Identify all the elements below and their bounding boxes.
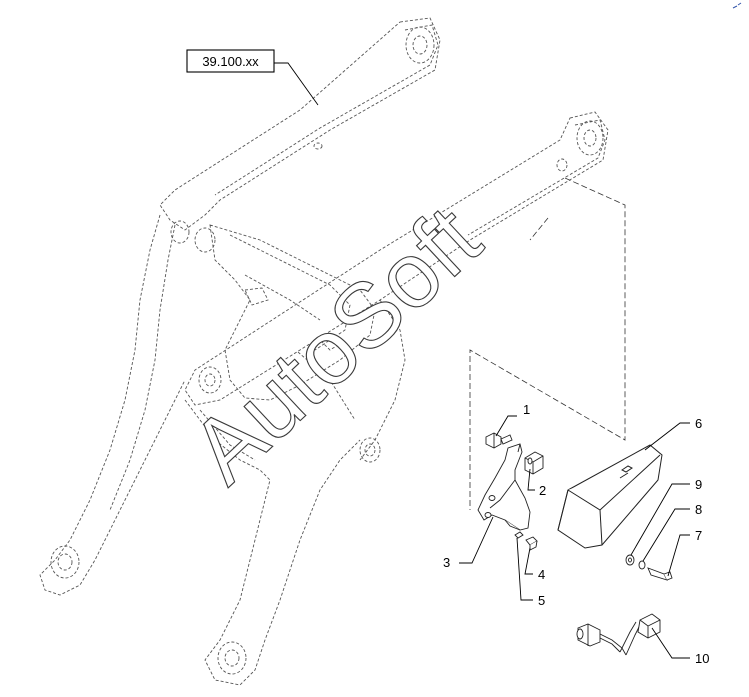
callout-label: 1 (523, 402, 530, 417)
part-screw-4 (525, 536, 538, 551)
part-washer-8 (638, 560, 646, 570)
part-spacer-2 (524, 451, 544, 475)
callout-label: 7 (695, 528, 702, 543)
installation-guides (469, 177, 626, 510)
callout-leader (667, 534, 690, 577)
loader-arm-assembly (39, 17, 609, 686)
callout-3: 3 (443, 516, 494, 570)
watermark-text: AutoSoft (172, 187, 500, 502)
callout-5: 5 (516, 537, 545, 608)
callout-leader (516, 537, 533, 601)
callout-leader (527, 468, 535, 491)
part-bracket-3 (477, 443, 531, 531)
callout-label: 5 (538, 593, 545, 608)
callout-8: 8 (642, 502, 702, 562)
part-sensor-10 (576, 613, 661, 656)
callout-label: 2 (539, 483, 546, 498)
callout-leader (630, 483, 690, 556)
reference-leader (274, 62, 319, 106)
part-bolt-1 (485, 432, 513, 449)
callout-leader (459, 516, 494, 564)
callout-leader (524, 547, 533, 575)
callout-10: 10 (651, 627, 709, 666)
callout-9: 9 (630, 477, 702, 556)
callout-7: 7 (667, 528, 702, 577)
callout-1: 1 (495, 402, 530, 437)
callout-label: 3 (443, 555, 450, 570)
callout-label: 8 (695, 502, 702, 517)
part-washer-9 (625, 554, 635, 566)
part-pin-5 (514, 531, 524, 539)
callout-6: 6 (644, 416, 702, 451)
callout-leader (651, 627, 690, 659)
callout-label: 10 (695, 651, 709, 666)
autosoft-watermark: AutoSoft (172, 187, 501, 503)
callout-leader (642, 508, 690, 562)
reference-label-box: 39.100.xx (186, 49, 319, 106)
corner-mark (732, 2, 742, 9)
callout-2: 2 (527, 468, 546, 498)
part-housing-6 (557, 444, 663, 549)
callout-leader (495, 415, 517, 437)
reference-label: 39.100.xx (202, 54, 259, 69)
callout-label: 9 (695, 477, 702, 492)
callout-label: 4 (538, 567, 545, 582)
callout-label: 6 (695, 416, 702, 431)
callout-4: 4 (524, 547, 545, 582)
callout-leader (644, 422, 690, 451)
